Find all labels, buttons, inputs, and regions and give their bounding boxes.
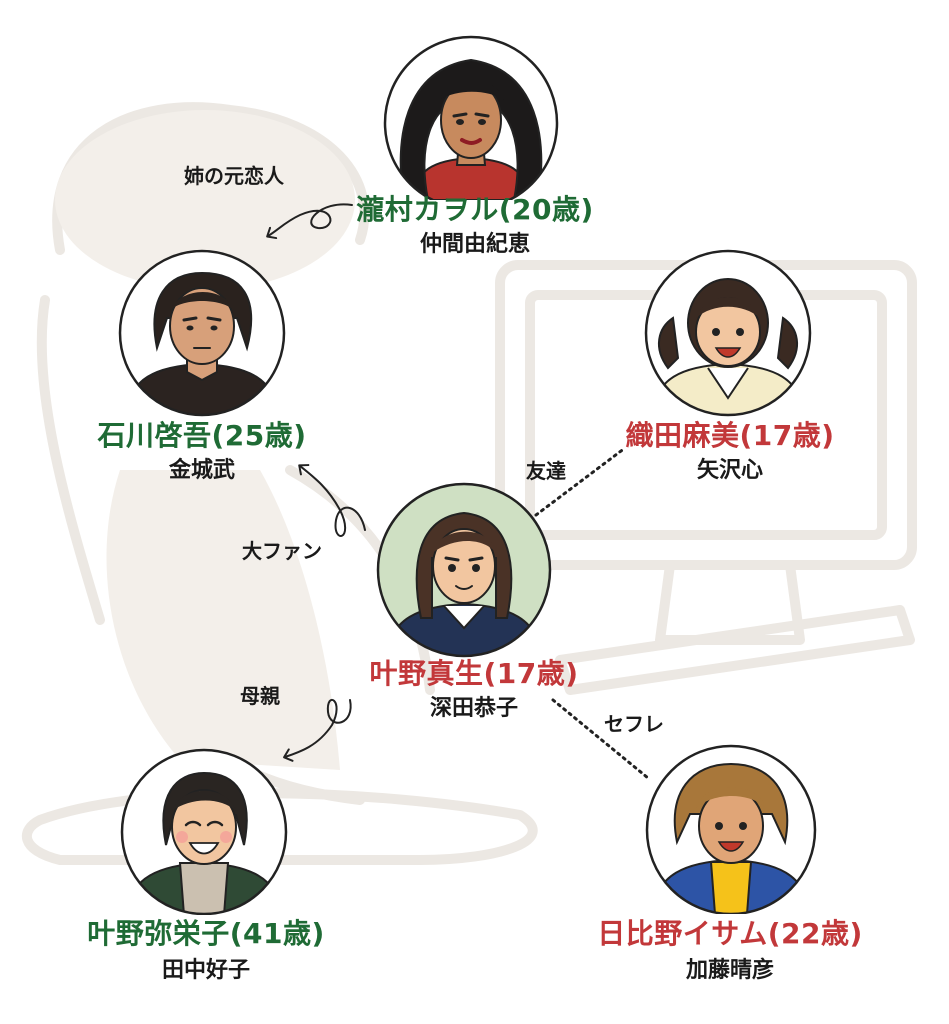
relation-label-sefure: セフレ [604, 712, 664, 736]
role-name: 日比野イサム(22歳) [597, 917, 863, 950]
character-maki: 叶野真生(17歳) 深田恭子 [324, 660, 624, 720]
role-name: 叶野弥栄子(41歳) [87, 917, 325, 950]
girl-student-portrait [376, 482, 552, 658]
character-asami: 織田麻美(17歳) 矢沢心 [590, 422, 870, 482]
actor-name: 矢沢心 [696, 458, 763, 483]
actor-name: 仲間由紀恵 [419, 232, 530, 257]
actor-name: 田中好子 [161, 958, 250, 983]
arrow-big-fan [298, 464, 366, 537]
role-name: 叶野真生(17歳) [369, 657, 579, 690]
role-name: 織田麻美(17歳) [625, 419, 835, 452]
relation-label-mother: 母親 [240, 684, 280, 708]
relation-label-ex-lover: 姉の元恋人 [184, 164, 284, 188]
mother-smiling-portrait [120, 748, 288, 915]
line-friend [534, 446, 627, 517]
character-kaoru: 瀧村カヲル(20歳) 仲間由紀恵 [330, 196, 620, 256]
actor-name: 金城武 [168, 458, 235, 483]
character-keigo: 石川啓吾(25歳) 金城武 [62, 422, 342, 482]
character-isamu: 日比野イサム(22歳) 加藤晴彦 [580, 920, 880, 982]
girl-pigtails-portrait [644, 249, 812, 417]
arrow-ex-lover [266, 203, 353, 240]
young-man-blond-portrait [645, 744, 817, 914]
arrow-mother [283, 699, 352, 762]
actor-name: 深田恭子 [429, 696, 518, 721]
line-sefure [551, 698, 650, 780]
woman-curly-hair-portrait [383, 35, 559, 200]
role-name: 瀧村カヲル(20歳) [356, 193, 594, 226]
role-name: 石川啓吾(25歳) [97, 419, 307, 452]
character-yaeko: 叶野弥栄子(41歳) 田中好子 [56, 920, 356, 982]
man-long-hair-portrait [118, 249, 286, 417]
relation-label-big-fan: 大ファン [242, 539, 322, 563]
relation-label-friend: 友達 [526, 459, 566, 483]
actor-name: 加藤晴彦 [685, 958, 774, 983]
